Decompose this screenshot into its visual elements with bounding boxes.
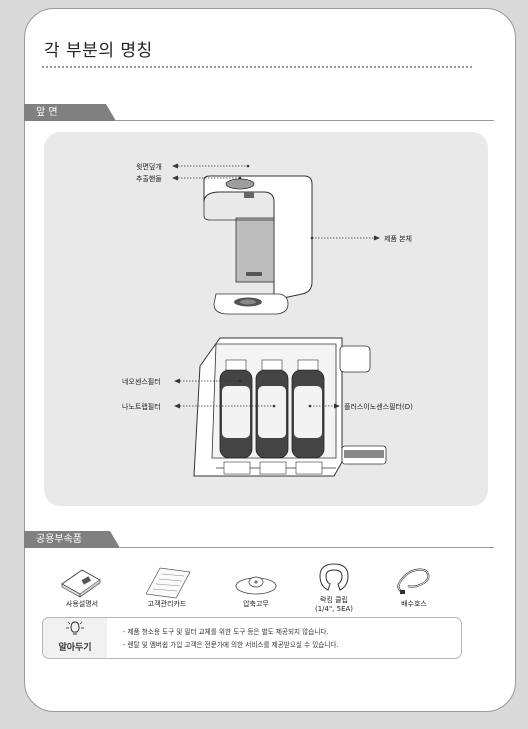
notice-line-0: - 제품 청소용 도구 및 필터 교체를 위한 도구 등은 별도 제공되지 않습… <box>123 628 329 636</box>
acc-name-2: 압축고무 <box>243 600 269 608</box>
notice-box: 알아두기 - 제품 청소용 도구 및 필터 교체를 위한 도구 등은 별도 제공… <box>42 617 462 659</box>
accessories-section-tab: 공용부속품 <box>24 531 120 548</box>
dispenser-illustration <box>172 163 387 477</box>
front-panel: 윗면덮개 추출핸들 제품 본체 네오센스필터 나노트랩필터 플러스이노센스필터(… <box>44 132 488 506</box>
rubber-pad-icon <box>235 576 277 595</box>
page-title: 각 부분의 명칭 <box>44 41 153 61</box>
label-neo-filter: 네오센스필터 <box>122 378 161 386</box>
acc-name-4: 배수호스 <box>401 600 427 608</box>
label-plus-filter: 플러스이노센스필터(D) <box>344 403 413 411</box>
accessories-tab-line <box>120 547 494 548</box>
label-handle: 추출핸들 <box>136 175 162 183</box>
acc-name-0: 사용설명서 <box>65 600 99 608</box>
acc-name-3: 락킹 클립 <box>320 596 348 604</box>
customer-card-icon <box>145 567 191 599</box>
notice-title: 알아두기 <box>58 643 92 653</box>
title-divider <box>42 66 472 68</box>
notice-line-1: - 렌탈 및 멤버쉽 가입 고객은 전문가에 의한 서비스를 제공받으실 수 있… <box>123 641 339 649</box>
front-tab-line <box>116 120 494 121</box>
label-lid: 윗면덮개 <box>136 163 162 171</box>
lightbulb-icon <box>66 621 84 635</box>
notice-tag: 알아두기 <box>43 618 107 658</box>
acc-name-1: 고객관리카드 <box>147 600 187 608</box>
label-body: 제품 본체 <box>384 235 412 243</box>
manual-icon <box>61 569 101 598</box>
acc-sub-3: (1/4", 5EA) <box>314 605 354 613</box>
label-nano-filter: 나노트랩필터 <box>122 403 161 411</box>
front-section-tab: 앞 면 <box>24 104 116 121</box>
locking-clip-icon <box>319 563 349 591</box>
drain-hose-icon <box>397 568 430 594</box>
